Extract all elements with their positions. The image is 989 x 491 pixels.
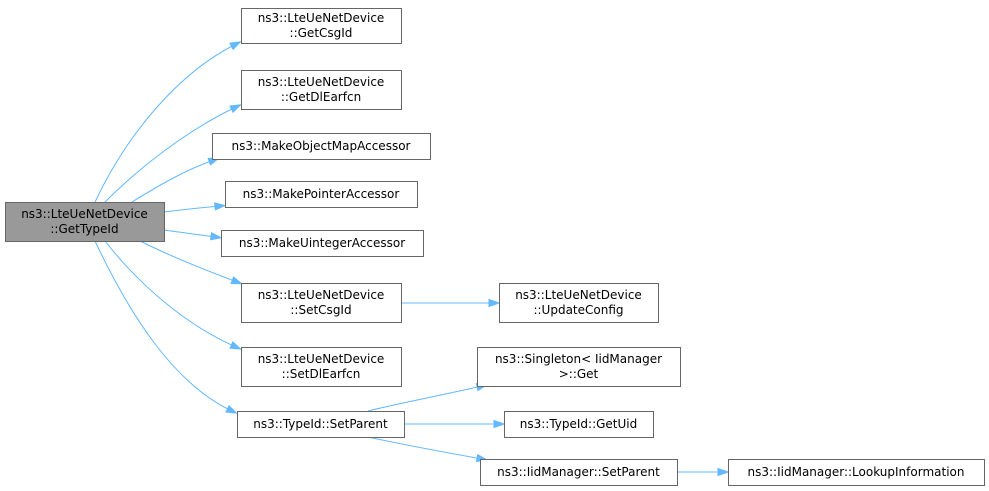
arrowhead-icon [230, 276, 244, 285]
node-setdlearfcn[interactable]: ns3::LteUeNetDevice::SetDlEarfcn [241, 347, 402, 387]
edge-root-to-makeuinteger [163, 229, 223, 241]
node-iidsetparent[interactable]: ns3::IidManager::SetParent [480, 459, 678, 486]
node-box[interactable] [221, 230, 424, 257]
node-label: ns3::LteUeNetDevice [258, 288, 385, 302]
node-label: ns3::TypeId::GetUid [520, 417, 638, 431]
node-label: ::SetDlEarfcn [282, 367, 361, 381]
nodes-layer: ns3::LteUeNetDevice::GetTypeIdns3::LteUe… [5, 8, 985, 486]
node-label: ns3::LteUeNetDevice [515, 288, 642, 302]
node-getdlearfcn[interactable]: ns3::LteUeNetDevice::GetDlEarfcn [241, 70, 402, 110]
edge-line [163, 229, 217, 238]
edge-line [139, 240, 238, 283]
node-getuid[interactable]: ns3::TypeId::GetUid [504, 411, 654, 438]
node-updateconfig[interactable]: ns3::LteUeNetDevice::UpdateConfig [499, 283, 659, 323]
edge-line [104, 106, 237, 203]
node-makeobjectmap[interactable]: ns3::MakeObjectMapAccessor [212, 133, 431, 160]
node-box[interactable] [504, 411, 654, 438]
node-root[interactable]: ns3::LteUeNetDevice::GetTypeId [5, 202, 165, 242]
node-label: ::GetCsgId [290, 26, 353, 40]
node-label: ::UpdateConfig [533, 303, 623, 317]
node-label: ns3::LteUeNetDevice [258, 75, 385, 89]
node-makeuinteger[interactable]: ns3::MakeUintegerAccessor [221, 230, 424, 257]
node-setparent[interactable]: ns3::TypeId::SetParent [237, 411, 405, 438]
edge-setparent-to-getuid [404, 419, 506, 429]
edge-root-to-setdlearfcn [104, 240, 242, 350]
arrowhead-icon [209, 232, 223, 241]
edge-setparent-to-iidsetparent [367, 436, 489, 463]
arrowhead-icon [214, 202, 227, 211]
edge-line [94, 43, 237, 203]
arrowhead-icon [225, 404, 238, 414]
edge-root-to-setparent [94, 240, 238, 414]
edge-root-to-makepointer [163, 202, 227, 213]
edge-root-to-getdlearfcn [104, 104, 242, 203]
node-makepointer[interactable]: ns3::MakePointerAccessor [225, 181, 418, 208]
node-label: ns3::MakePointerAccessor [243, 187, 400, 201]
edge-line [131, 159, 215, 203]
arrowhead-icon [229, 340, 242, 350]
edge-line [104, 240, 237, 348]
edge-setcsgid-to-updateconfig [401, 298, 501, 308]
node-box[interactable] [728, 459, 985, 486]
node-box[interactable] [499, 283, 659, 323]
edges-layer [94, 41, 730, 477]
arrowhead-icon [493, 419, 506, 429]
edge-line [163, 205, 221, 213]
node-label: ns3::IidManager::SetParent [497, 465, 660, 479]
node-box[interactable] [237, 411, 405, 438]
node-singletonget[interactable]: ns3::Singleton< IidManager>::Get [477, 347, 681, 387]
node-box[interactable] [212, 133, 431, 160]
node-box[interactable] [5, 202, 165, 242]
node-lookupinfo[interactable]: ns3::IidManager::LookupInformation [728, 459, 985, 486]
node-label: ::GetTypeId [50, 222, 118, 236]
node-box[interactable] [241, 70, 402, 110]
edge-line [367, 436, 483, 460]
node-label: ns3::Singleton< IidManager [495, 352, 662, 366]
node-getcsgid[interactable]: ns3::LteUeNetDevice::GetCsgId [241, 8, 402, 44]
node-box[interactable] [225, 181, 418, 208]
node-label: ns3::LteUeNetDevice [21, 207, 148, 221]
node-label: ns3::TypeId::SetParent [253, 417, 388, 431]
node-box[interactable] [477, 347, 681, 387]
edge-root-to-setcsgid [139, 240, 244, 285]
edge-line [367, 385, 483, 412]
edge-line [94, 240, 233, 412]
node-setcsgid[interactable]: ns3::LteUeNetDevice::SetCsgId [241, 283, 402, 323]
node-label: ns3::MakeObjectMapAccessor [232, 139, 411, 153]
node-box[interactable] [241, 283, 402, 323]
node-label: ns3::IidManager::LookupInformation [748, 465, 965, 479]
edge-root-to-makeobjectmap [131, 157, 221, 203]
node-label: ns3::LteUeNetDevice [258, 352, 385, 366]
node-box[interactable] [241, 347, 402, 387]
node-label: ::SetCsgId [290, 303, 351, 317]
node-label: ns3::MakeUintegerAccessor [239, 236, 405, 250]
arrowhead-icon [229, 104, 242, 114]
arrowhead-icon [229, 41, 242, 51]
edge-root-to-getcsgid [94, 41, 242, 203]
node-label: >::Get [559, 367, 599, 381]
node-label: ::GetDlEarfcn [281, 90, 361, 104]
edge-setparent-to-singletonget [367, 383, 489, 412]
arrowhead-icon [717, 467, 730, 477]
edge-iidsetparent-to-lookupinfo [677, 467, 730, 477]
node-box[interactable] [241, 8, 402, 44]
node-label: ns3::LteUeNetDevice [258, 11, 385, 25]
node-box[interactable] [480, 459, 678, 486]
arrowhead-icon [488, 298, 501, 308]
